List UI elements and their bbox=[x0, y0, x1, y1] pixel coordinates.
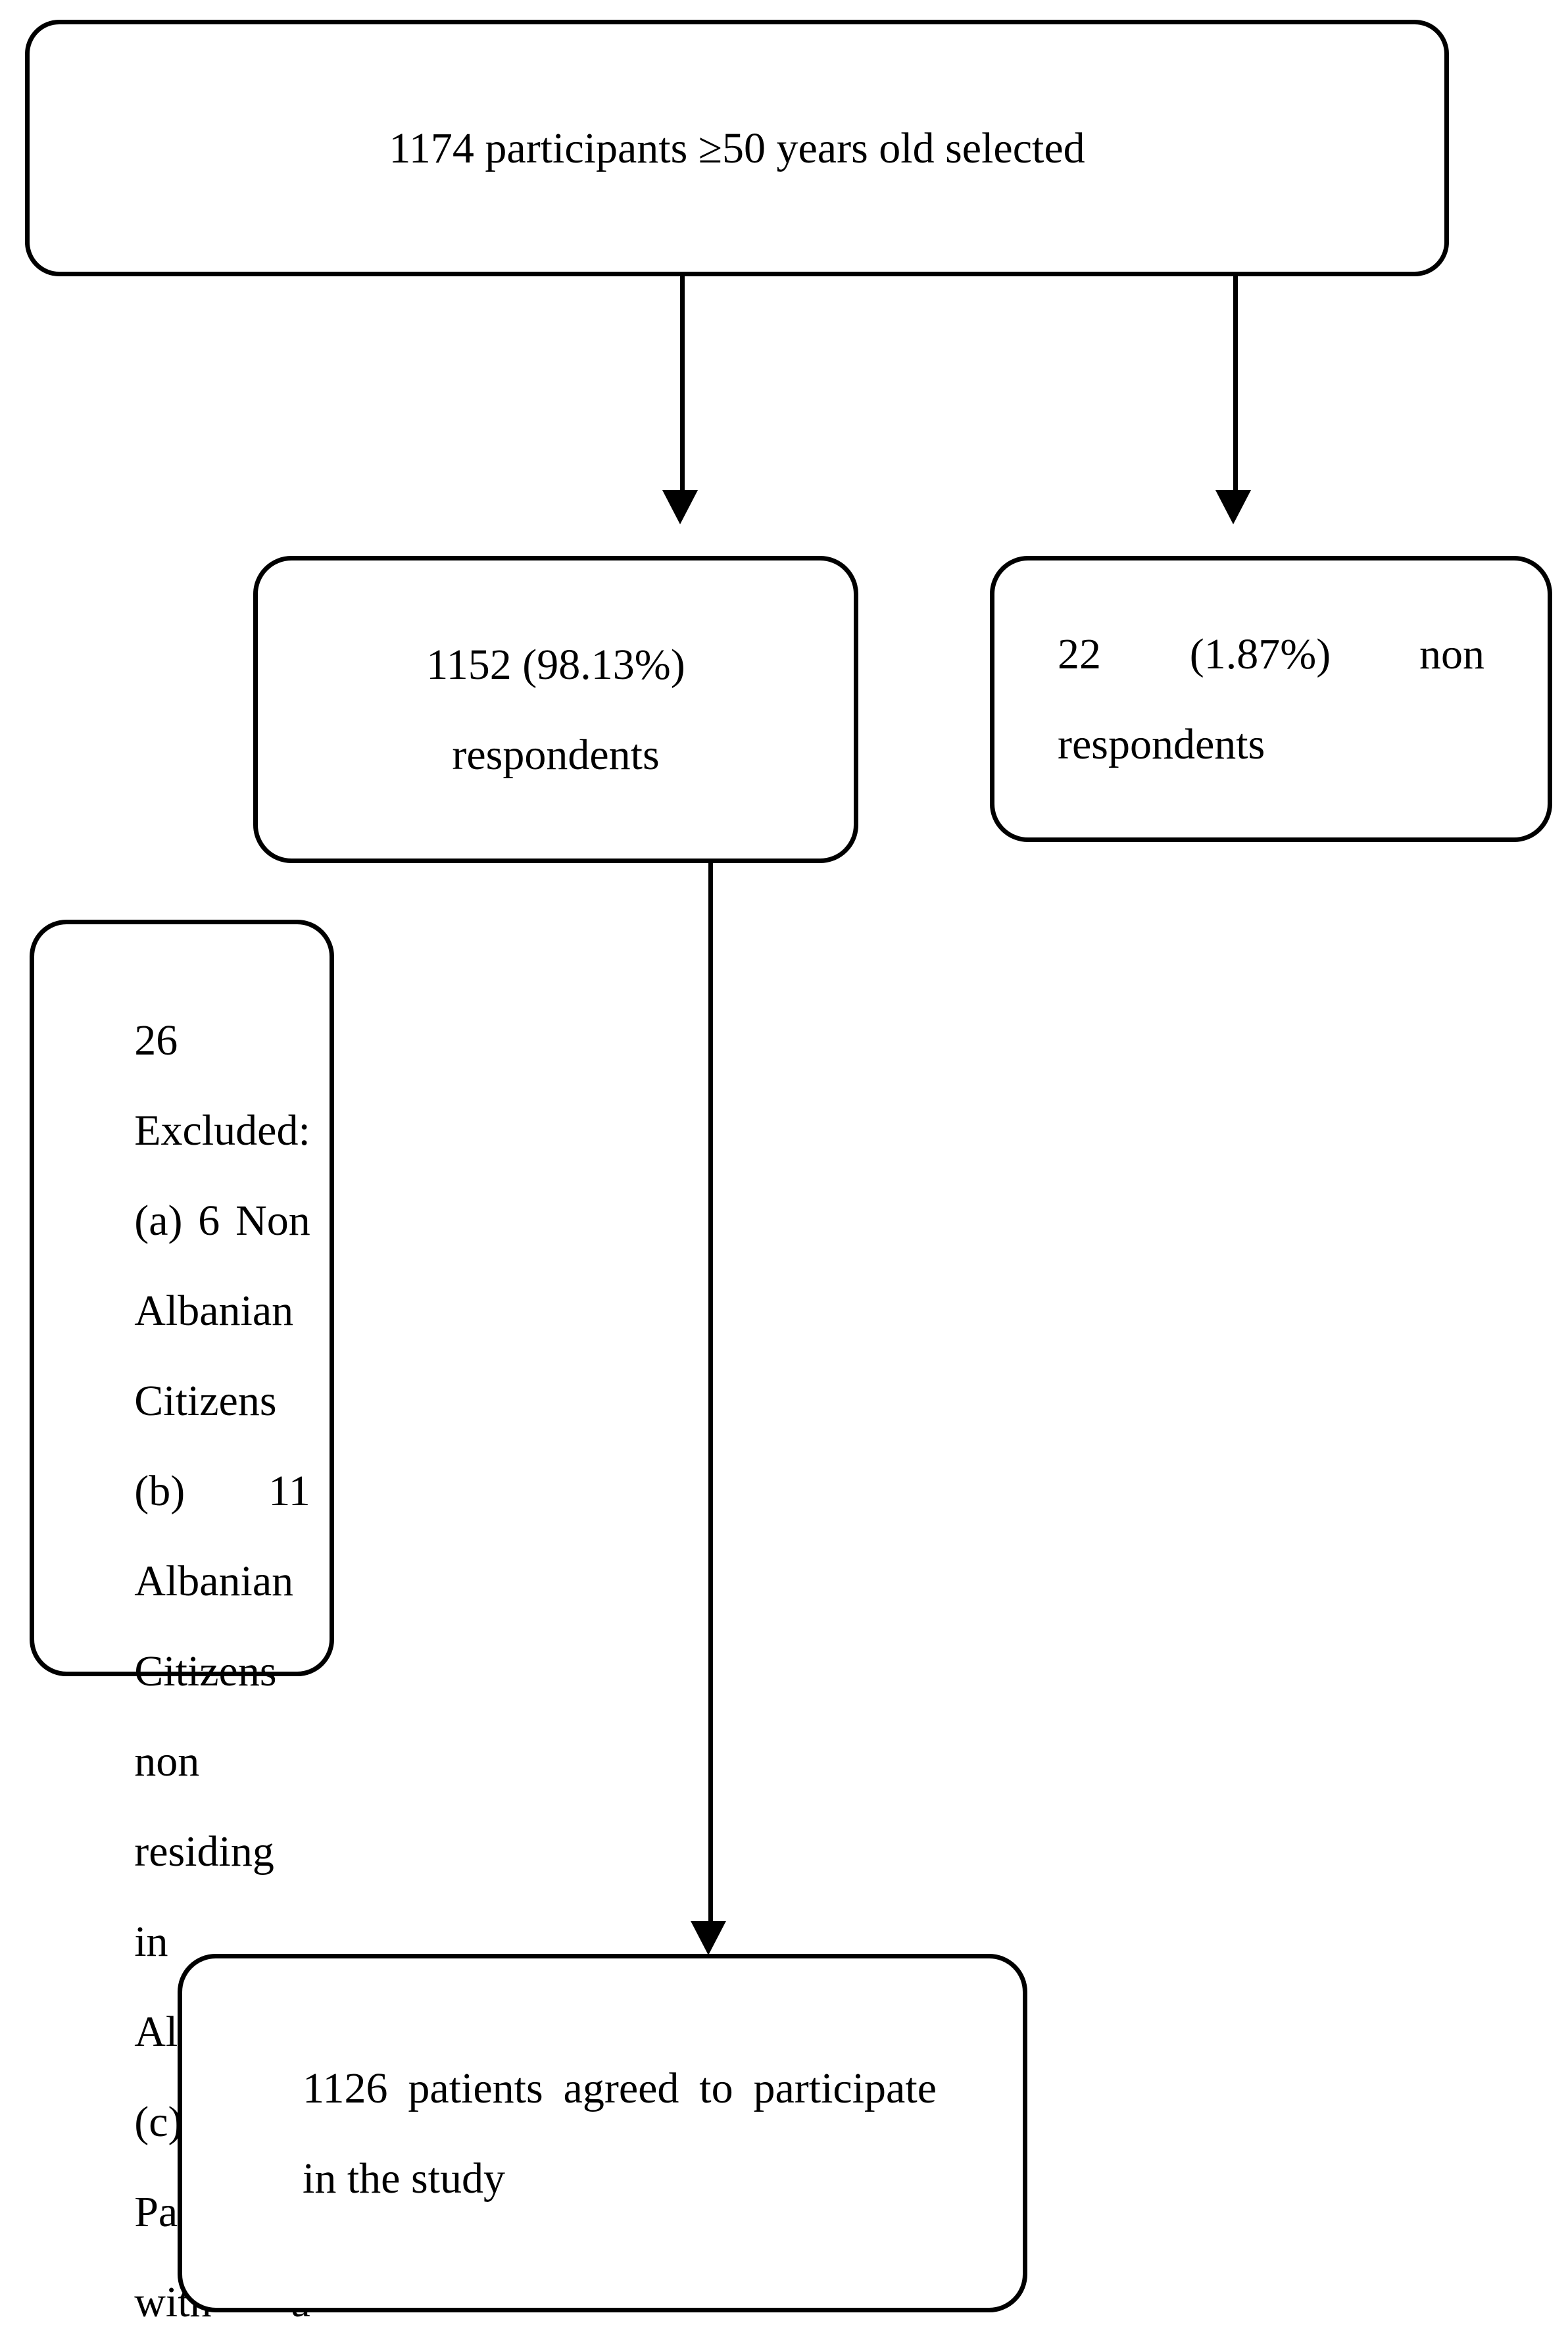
node-non-respondents: 22 (1.87%) non respondents bbox=[990, 556, 1552, 842]
node-respondents: 1152 (98.13%) respondents bbox=[253, 556, 858, 863]
node-excluded-item-b: (b) 11 Albanian Citizens non residing in… bbox=[134, 1467, 310, 2056]
connector-respondents-to-agreed-line bbox=[708, 863, 713, 1922]
node-excluded-heading: 26 Excluded: bbox=[134, 1016, 310, 1155]
connector-selected-to-respondents-line bbox=[680, 276, 685, 491]
node-agreed-to-participate: 1126 patients agreed to participate in t… bbox=[178, 1954, 1027, 2312]
node-respondents-label: 1152 (98.13%) respondents bbox=[426, 640, 685, 779]
node-non-respondents-label: 22 (1.87%) non respondents bbox=[1058, 630, 1484, 768]
connector-selected-to-non-respondents-arrowhead-icon bbox=[1215, 490, 1251, 524]
node-participants-selected: 1174 participants ≥50 years old selected bbox=[25, 20, 1449, 276]
connector-selected-to-respondents-arrowhead-icon bbox=[662, 490, 698, 524]
connector-selected-to-non-respondents-line bbox=[1233, 276, 1238, 491]
node-excluded: 26 Excluded: (a) 6 Non Albanian Citizens… bbox=[30, 920, 334, 2326]
connector-respondents-to-agreed-arrowhead-icon bbox=[691, 1921, 726, 1955]
node-participants-selected-label: 1174 participants ≥50 years old selected bbox=[389, 124, 1085, 172]
node-excluded-item-a: (a) 6 Non Albanian Citizens bbox=[134, 1197, 310, 1425]
node-agreed-to-participate-label: 1126 patients agreed to participate in t… bbox=[303, 2064, 937, 2203]
